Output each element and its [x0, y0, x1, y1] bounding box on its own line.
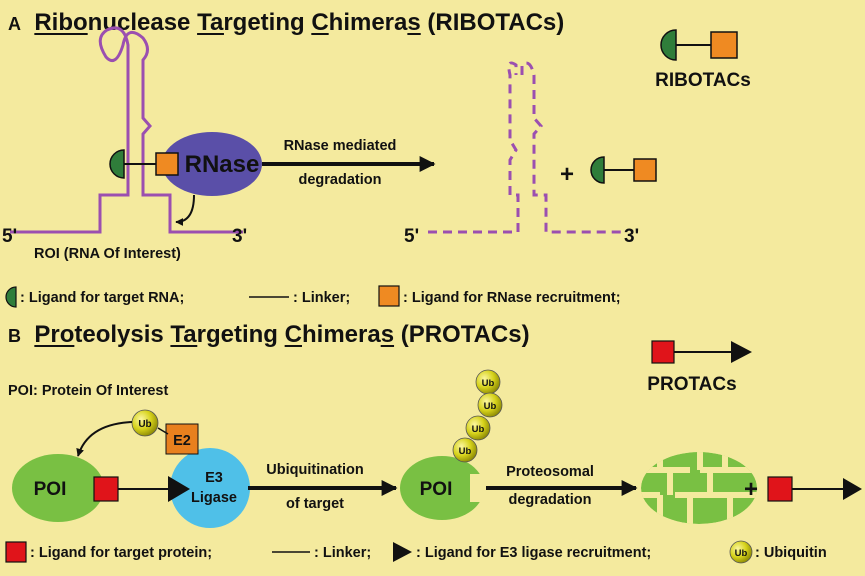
cleavage-arrow	[175, 194, 195, 226]
legend-linker-text: : Linker;	[293, 290, 350, 306]
protacs-key-label: PROTACs	[647, 374, 736, 395]
e2-label: E2	[173, 433, 191, 449]
ub-chain-label-3: Ub	[472, 424, 485, 435]
ubiquitin-icon	[465, 415, 491, 441]
released-rnase-ligand	[633, 158, 657, 182]
ubiquitinated-poi	[400, 456, 484, 520]
key-rnase-ligand	[710, 31, 738, 59]
rnase-ligand-square	[155, 152, 179, 176]
ubiquitination-label-line2: of target	[286, 496, 344, 512]
panel-b-title: B Proteolysis Targeting Chimeras (PROTAC…	[8, 321, 530, 348]
ubiquitin-icon	[452, 437, 478, 463]
e3-label-line2: Ligase	[191, 490, 237, 506]
degraded-three-prime-label: 3'	[624, 226, 639, 247]
title-underlined-segment: Ta	[170, 321, 197, 348]
e3-label-line1: E3	[205, 470, 223, 486]
protein-ligand-square	[93, 476, 119, 502]
ub-chain-label-4: Ub	[459, 446, 472, 457]
legend-ubiquitin-text: : Ubiquitin	[755, 545, 827, 561]
title-underlined-segment: C	[285, 321, 302, 348]
legend-rna-ligand-icon	[5, 286, 17, 308]
legend-rnase-ligand-text: : Ligand for RNase recruitment;	[403, 290, 621, 306]
title-underlined-segment: Pro	[34, 321, 74, 348]
degraded-five-prime-label: 5'	[404, 226, 419, 247]
poi-definition: POI: Protein Of Interest	[8, 383, 168, 399]
legend-protein-ligand-text: : Ligand for target protein;	[30, 545, 212, 561]
proteosomal-label-line1: Proteosomal	[506, 464, 594, 480]
ubiquitin-chain: Ub Ub Ub Ub	[452, 369, 503, 463]
e2-enzyme	[165, 423, 199, 455]
title-underlined-segment: C	[311, 9, 328, 36]
ubiquitin-icon	[729, 540, 753, 564]
ub-transfer-arrow	[76, 421, 133, 457]
poi-label: POI	[34, 479, 67, 500]
degraded-protein-fragments	[641, 452, 757, 524]
title-segment: (RIBOTACs)	[421, 9, 565, 36]
title-underlined-segment: s	[407, 9, 420, 36]
plus-sign-b: +	[744, 476, 758, 503]
ubiquitination-label-line1: Ubiquitination	[266, 462, 363, 478]
degraded-rna-fragments	[428, 61, 625, 234]
poi-protein	[12, 454, 104, 522]
released-rna-ligand	[590, 156, 605, 184]
key-protein-ligand	[651, 340, 675, 364]
legend-e3-ligand-text: : Ligand for E3 ligase recruitment;	[416, 545, 651, 561]
rnase-label: RNase	[185, 151, 260, 178]
poi-binding-notch	[470, 474, 484, 502]
title-segment: himera	[302, 321, 381, 348]
legend-e3-ligand-icon	[393, 542, 412, 562]
panel-letter: B	[8, 326, 21, 346]
ribotacs-key-label: RIBOTACs	[655, 70, 751, 91]
title-segment: rgeting	[223, 9, 311, 36]
legend-rnase-ligand-icon	[378, 285, 400, 307]
title-underlined-segment: Ta	[197, 9, 224, 36]
title-underlined-segment: s	[381, 321, 394, 348]
key-rna-ligand	[660, 29, 677, 61]
proteosomal-label-line2: degradation	[509, 492, 592, 508]
legend-protac-linker-text: : Linker;	[314, 545, 371, 561]
degradation-label-line2: degradation	[299, 172, 382, 188]
roi-rna-strand	[10, 26, 243, 234]
title-underlined-segment: Ribo	[34, 9, 87, 36]
key-e3-ligand	[731, 341, 752, 363]
rnase-enzyme	[162, 132, 262, 196]
plus-sign-a: +	[560, 161, 574, 188]
ub-label: Ub	[138, 419, 151, 430]
rna-ligand-half-circle	[109, 149, 125, 179]
ub-chain-label-2: Ub	[484, 401, 497, 412]
panel-a-title: A Ribonuclease Targeting Chimeras (RIBOT…	[8, 9, 564, 36]
roi-label: ROI (RNA Of Interest)	[34, 246, 181, 262]
poi-label-2: POI	[420, 479, 453, 500]
five-prime-label: 5'	[2, 226, 17, 247]
title-segment: (PROTACs)	[394, 321, 530, 348]
ub-e2-bond	[157, 427, 169, 435]
released-protein-ligand	[767, 476, 793, 502]
legend-ub-icon-label: Ub	[735, 548, 748, 559]
ubiquitin-icon	[477, 392, 503, 418]
legend-protein-ligand-icon	[5, 541, 27, 563]
legend-rna-ligand-text: : Ligand for target RNA;	[20, 290, 184, 306]
title-segment: teolysis	[74, 321, 170, 348]
ub-chain-label-1: Ub	[482, 378, 495, 389]
e3-ligase	[170, 448, 250, 528]
three-prime-label: 3'	[232, 226, 247, 247]
e3-ligand-triangle	[168, 476, 190, 502]
title-segment: himera	[329, 9, 408, 36]
degradation-label-line1: RNase mediated	[284, 138, 397, 154]
panel-letter: A	[8, 14, 21, 34]
released-e3-ligand	[843, 478, 862, 500]
title-segment: rgeting	[197, 321, 285, 348]
